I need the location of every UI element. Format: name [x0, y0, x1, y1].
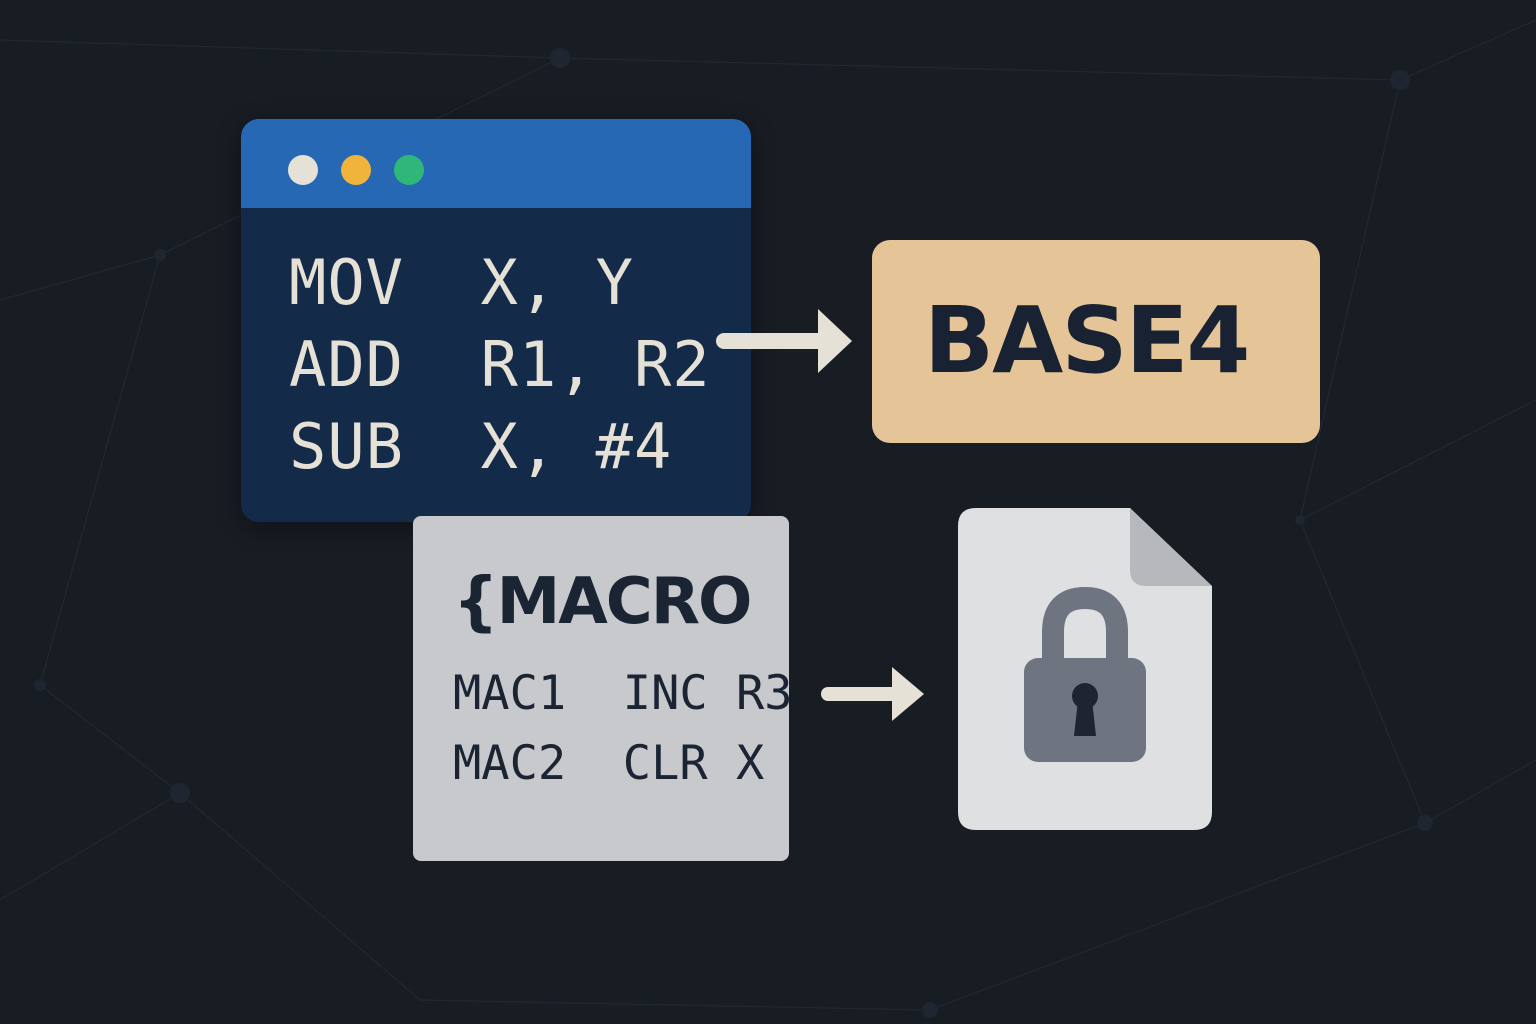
- code-line: ADD R1, R2: [289, 328, 711, 401]
- base4-label: BASE4: [924, 287, 1250, 394]
- window-titlebar: [241, 119, 751, 208]
- window-dot-close-icon: [288, 155, 318, 185]
- arrow-right-icon: [716, 309, 852, 373]
- macro-card: {MACRO MAC1 INC R3 MAC2 CLR X: [413, 516, 793, 861]
- assembly-code: MOV X, Y ADD R1, R2 SUB X, #4: [241, 208, 751, 488]
- code-window: MOV X, Y ADD R1, R2 SUB X, #4: [241, 119, 751, 522]
- macro-line: MAC1 INC R3: [453, 666, 793, 721]
- code-line: MOV X, Y: [289, 246, 634, 319]
- code-line: SUB X, #4: [289, 410, 673, 483]
- locked-file-icon: [958, 508, 1212, 830]
- window-dot-minimize-icon: [341, 155, 371, 185]
- macro-line: MAC2 CLR X: [453, 736, 765, 791]
- arrow-right-icon: [821, 667, 924, 721]
- macro-title: {MACRO: [453, 565, 752, 639]
- base4-card: BASE4: [872, 240, 1320, 443]
- window-dot-maximize-icon: [394, 155, 424, 185]
